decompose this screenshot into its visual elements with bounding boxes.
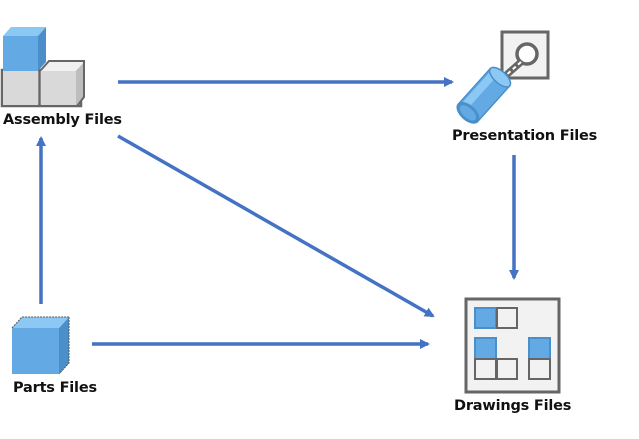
drawing-views-icon[interactable] (464, 297, 561, 394)
node-label-presentation: Presentation Files (452, 128, 598, 144)
edges (36, 77, 519, 349)
part-cube-icon[interactable] (11, 316, 70, 375)
presentation-explode-icon[interactable] (454, 30, 550, 127)
node-label-drawings: Drawings Files (454, 398, 572, 414)
edge-assembly-to-drawings (117, 134, 435, 318)
assembly-blocks-icon[interactable] (0, 27, 85, 108)
node-label-assembly: Assembly Files (3, 112, 122, 128)
node-label-parts: Parts Files (13, 380, 97, 396)
